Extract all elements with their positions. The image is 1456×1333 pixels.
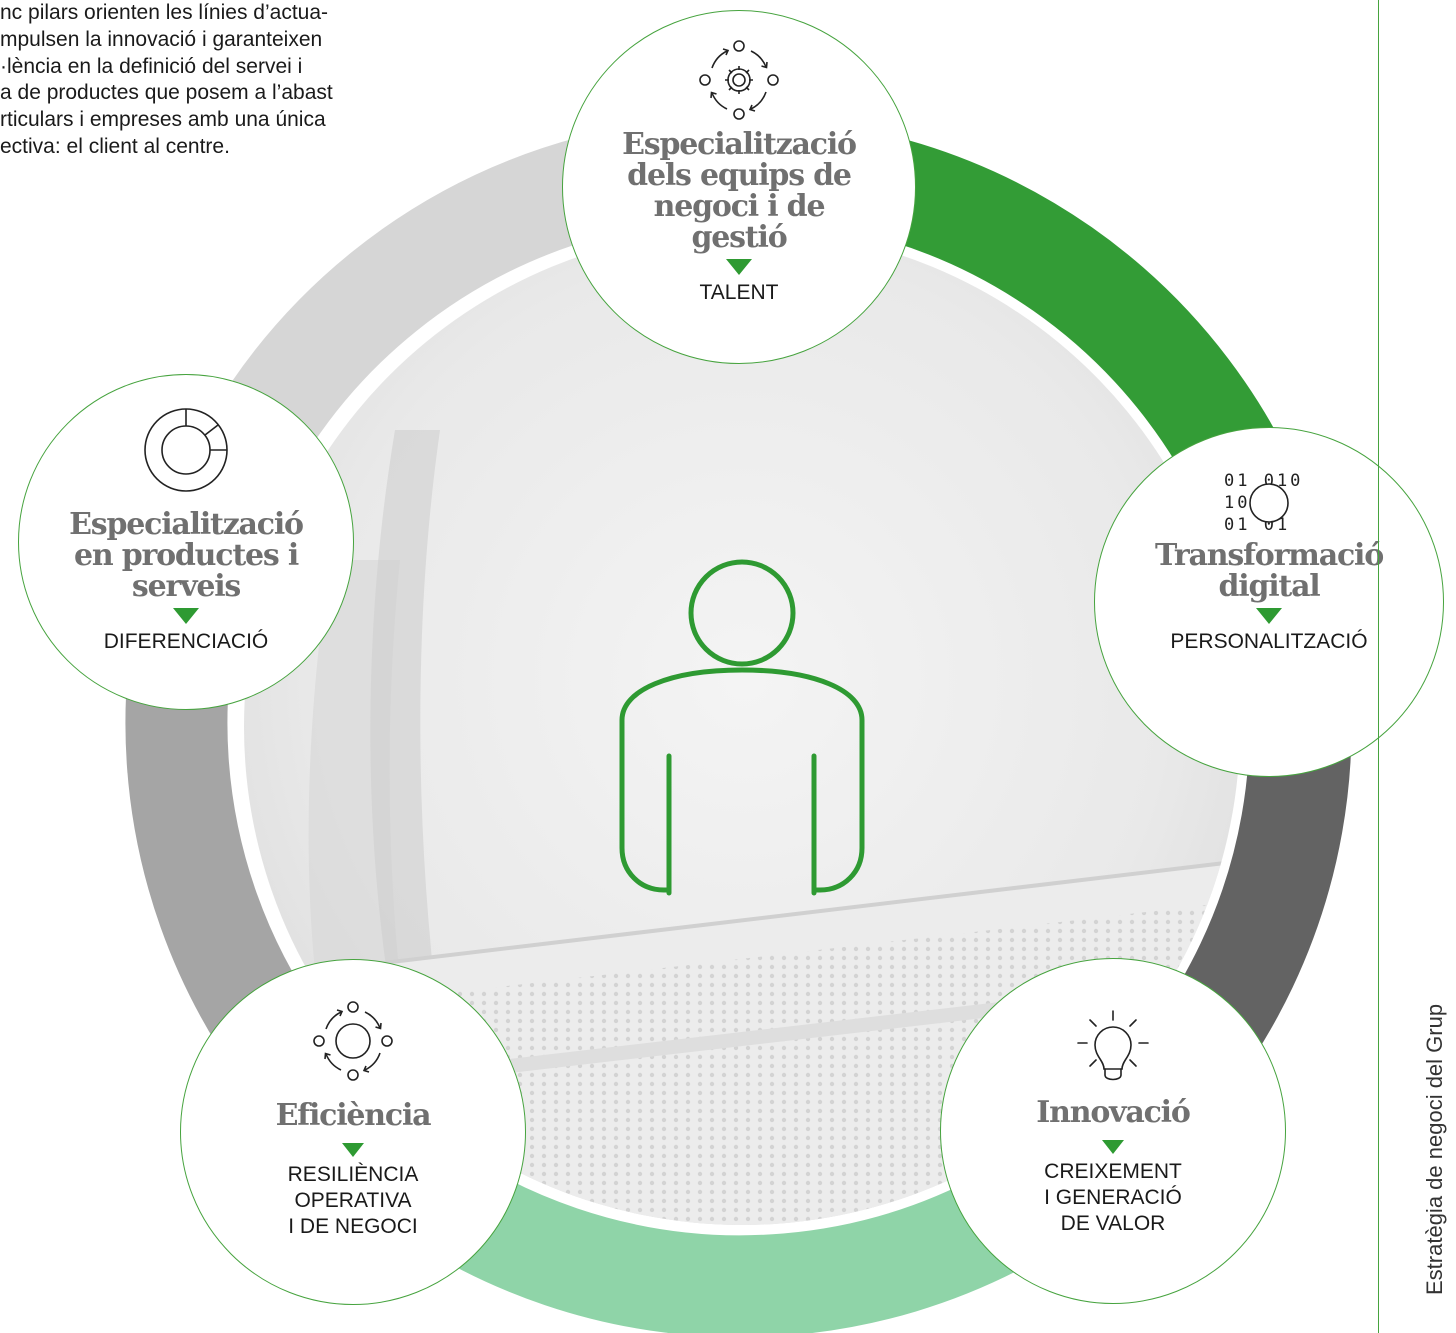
- down-triangle-icon: [173, 608, 199, 624]
- pillar-value: TALENT: [699, 281, 779, 304]
- down-triangle-icon: [342, 1143, 364, 1157]
- pillar-title: Especialització en productes i serveis: [69, 507, 304, 604]
- pillar-value: PERSONALITZACIÓ: [1170, 630, 1368, 653]
- intro-line: mpulsen la innovació i garanteixen: [0, 27, 323, 51]
- pillar-productes: Especialització en productes i serveis D…: [18, 374, 354, 710]
- client-icon: [619, 559, 865, 896]
- pillar-title: Innovació: [1036, 1095, 1191, 1130]
- intro-line: a de productes que posem a l’abast: [0, 81, 333, 105]
- pillar-title: Transformació digital: [1154, 538, 1384, 604]
- intro-line: rticulars i empreses amb una única: [0, 108, 326, 132]
- intro-line: nc pilars orienten les línies d’actua-: [0, 1, 329, 24]
- lightbulb-icon: [941, 1009, 1285, 1089]
- pillar-eficiencia: Eficiència RESILIÈNCIA OPERATIVA I DE NE…: [180, 959, 526, 1305]
- pillar-value: CREIXEMENT I GENERACIÓ DE VALOR: [1044, 1160, 1182, 1235]
- down-triangle-icon: [1102, 1140, 1124, 1154]
- cycle-icon: [181, 996, 525, 1086]
- svg-text:01 010: 01 010: [1224, 471, 1303, 491]
- pillar-value: DIFERENCIACIÓ: [103, 630, 269, 653]
- pillar-title: Especialització dels equips de negoci i …: [622, 127, 857, 255]
- pillar-digital: 01 010 10 01 01 01 Transformació digital…: [1094, 427, 1444, 777]
- intro-line: ectiva: el client al centre.: [0, 134, 230, 158]
- gear-cycle-icon: [563, 35, 915, 125]
- pillar-talent: Especialització dels equips de negoci i …: [562, 10, 916, 364]
- section-side-label: Estratègia de negoci del Grup: [1422, 1003, 1447, 1295]
- down-triangle-icon: [1256, 608, 1282, 624]
- pillar-title: Eficiència: [275, 1098, 432, 1133]
- binary-data-icon: 01 010 10 01 01 01: [1095, 470, 1443, 536]
- pie-chart-icon: [19, 405, 353, 495]
- down-triangle-icon: [726, 259, 752, 275]
- intro-line: ·lència en la definició del servei i: [0, 54, 303, 78]
- pillar-innovacio: Innovació CREIXEMENT I GENERACIÓ DE VALO…: [940, 958, 1286, 1304]
- pillar-value: RESILIÈNCIA OPERATIVA I DE NEGOCI: [287, 1163, 419, 1238]
- intro-text: nc pilars orienten les línies d’actua- m…: [0, 0, 430, 161]
- page-divider: [1378, 0, 1379, 1333]
